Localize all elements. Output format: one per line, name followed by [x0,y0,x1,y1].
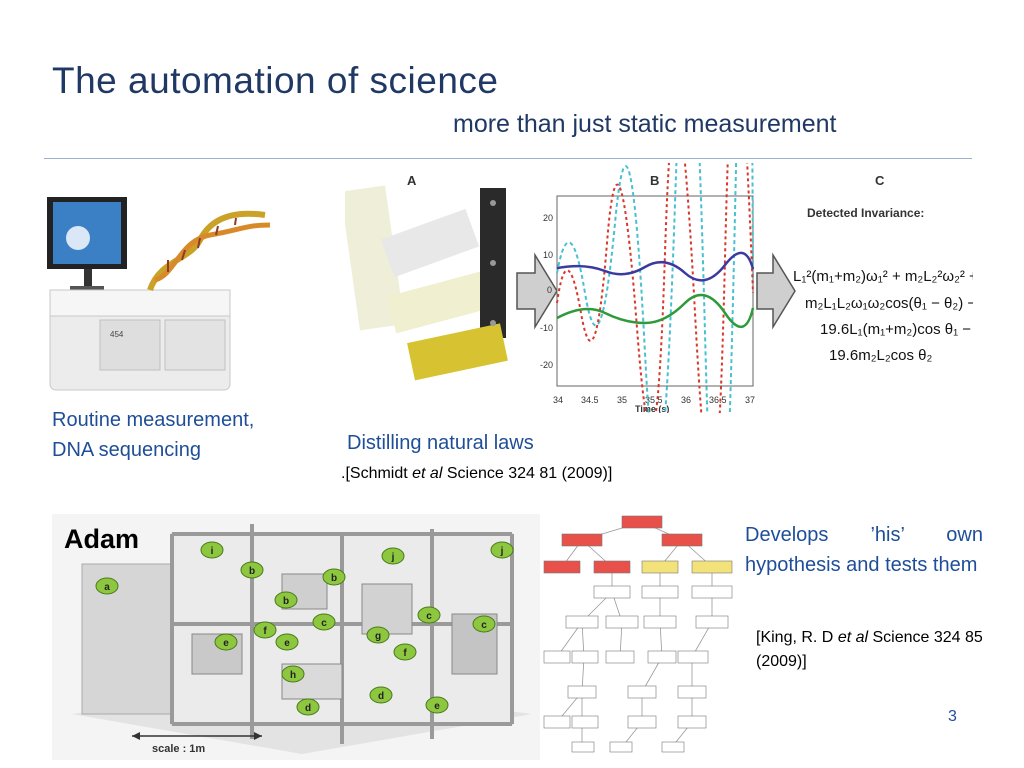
ref-etal: et al [412,465,443,482]
x-tick: 34 [553,395,563,405]
formula-line: m₂L₁L₂ω₁ω₂cos(θ₁ − θ₂) − [805,295,973,312]
title-divider [44,158,972,159]
marker-label: c [426,611,432,622]
adam-label: Adam [64,524,140,554]
pendulum-caption: Distilling natural laws [347,432,534,454]
marker-label: a [104,582,110,593]
formula-line: 19.6m₂L₂cos θ₂ [829,347,933,364]
marker-label: i [211,546,214,557]
panel-b-label: B [650,173,659,188]
marker-badge: e [425,696,449,714]
marker-label: c [321,618,327,629]
marker-label: d [305,703,311,714]
x-tick: 37 [745,395,755,405]
panel-a-label: A [407,173,417,188]
time-series-plot: 20 10 0 -10 -20 34 34.5 35 35.5 36 36.5 … [540,0,755,592]
arrow-right-icon [756,252,796,330]
marker-badge: d [369,686,393,704]
marker-label: c [481,620,487,631]
adam-robot-image: scale : 1m a b b b i j j c c c f g e e f… [52,514,540,760]
marker-label: h [290,670,296,681]
marker-label: g [375,631,381,642]
x-tick: 35 [617,395,627,405]
ref-text: [King, R. D [756,629,838,646]
ref-etal: et al [837,629,869,646]
marker-label: f [403,648,407,659]
ref-text: .[Schmidt [341,465,413,482]
device-label: 454 [110,330,124,339]
marker-badge: e [214,633,238,651]
scale-label: scale : 1m [152,743,205,755]
marker-badge: f [253,621,277,639]
marker-badge: j [381,547,405,565]
marker-badge: b [240,561,264,579]
marker-badge: c [417,606,441,624]
y-tick: 0 [547,285,552,295]
marker-badge: b [322,568,346,586]
formula-line: 19.6L₁(m₁+m₂)cos θ₁ − [820,321,971,338]
sequencer-caption: Routine measurement, DNA sequencing [52,409,255,461]
slide-title: The automation of science [52,60,499,101]
dna-helix-icon [147,210,271,292]
slide-subtitle: more than just static measurement [453,110,837,138]
marker-badge: g [366,626,390,644]
king-reference: [King, R. D et al Science 324 85 (2009)] [756,626,1006,674]
y-tick: -10 [540,323,553,333]
marker-badge: h [281,665,305,683]
marker-label: e [284,638,290,649]
double-pendulum-icon [340,185,508,381]
x-tick: 36 [681,395,691,405]
marker-label: d [378,691,384,702]
formula-line: L₁²(m₁+m₂)ω₁² + m₂L₂²ω₂² + [793,268,973,285]
marker-label: b [283,596,289,607]
y-tick: 10 [543,250,553,260]
marker-badge: a [95,577,119,595]
marker-label: b [331,573,337,584]
ref-text: Science 324 85 (2009)] [756,629,983,670]
marker-badge: d [296,698,320,716]
marker-badge: e [275,633,299,651]
marker-badge: c [472,615,496,633]
marker-label: e [434,701,440,712]
ref-text: Science 324 81 (2009)] [442,465,613,482]
marker-badge: b [274,591,298,609]
marker-label: b [249,566,255,577]
x-tick: 36.5 [709,395,727,405]
marker-label: f [263,626,267,637]
hypothesis-tree-diagram [542,512,740,758]
marker-badge: c [312,613,336,631]
marker-label: j [500,546,504,557]
y-tick: -20 [540,360,553,370]
marker-badge: j [490,541,514,559]
sequencer-image: 454 [40,180,280,398]
x-tick: 35.5 [645,395,663,405]
y-tick: 20 [543,213,553,223]
invariance-title: Detected Invariance: [807,206,924,220]
schmidt-reference: .[Schmidt et al Science 324 81 (2009)] [341,463,612,485]
x-tick: 34.5 [581,395,599,405]
adam-caption: Develops ’his’ own hypothesis and tests … [745,524,983,576]
marker-badge: i [200,541,224,559]
marker-label: e [223,638,229,649]
panel-c-label: C [875,173,885,188]
time-axis-label: Time (s) [635,404,669,413]
marker-label: j [391,552,395,563]
arrow-right-icon [516,252,558,330]
pendulum-figure: A B C 20 10 0 -10 -20 34 34.5 35 35.5 [340,0,978,592]
page-number: 3 [948,708,957,725]
marker-badge: f [393,643,417,661]
